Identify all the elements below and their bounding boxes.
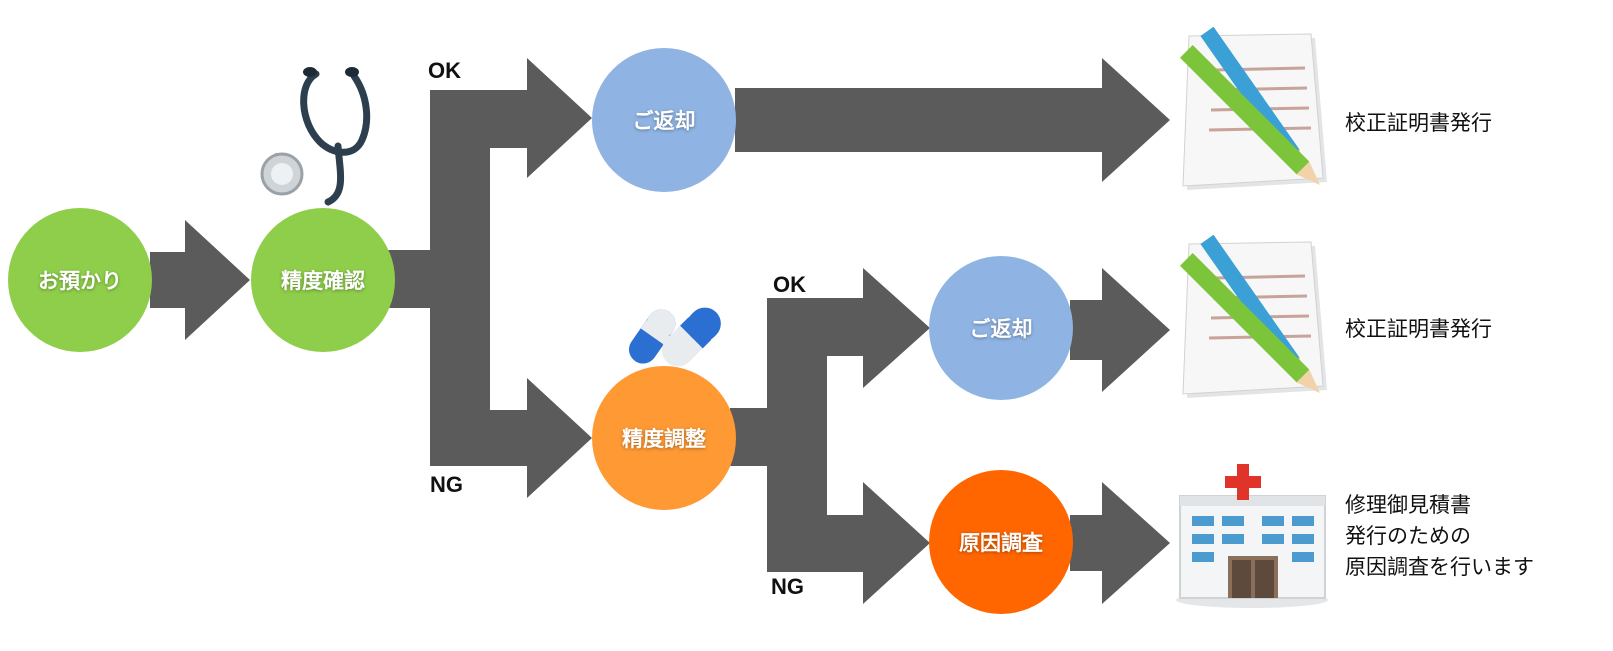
node-investigate: 原因調査 (929, 470, 1073, 614)
node-receive-label: お預かり (38, 269, 122, 293)
node-return-1-label: ご返却 (632, 109, 696, 133)
node-return-2-label: ご返却 (969, 317, 1033, 341)
arrow-adjust-stub (730, 408, 770, 466)
arrow-return-to-cert-1 (735, 58, 1170, 182)
node-return-2: ご返却 (929, 256, 1073, 400)
arrow-split-main (430, 58, 592, 498)
outcome-estimate-line-3: 原因調査を行います (1345, 555, 1534, 579)
stethoscope-icon (260, 67, 371, 206)
node-receive: お預かり (8, 208, 152, 352)
arrow-check-stub (388, 250, 433, 308)
outcome-cert-2: 校正証明書発行 (1345, 317, 1492, 341)
node-return-1: ご返却 (592, 48, 736, 192)
edge-label-ok-1: OK (428, 58, 461, 83)
node-investigate-label: 原因調査 (959, 531, 1043, 555)
edge-label-ng-1: NG (430, 472, 463, 497)
outcome-estimate-line-2: 発行のための (1345, 524, 1471, 548)
document-pencil-icon (1179, 26, 1327, 190)
outcome-cert-1: 校正証明書発行 (1345, 111, 1492, 135)
edge-label-ok-2: OK (773, 272, 806, 297)
outcome-estimate: 修理御見積書 発行のための 原因調査を行います (1345, 490, 1534, 583)
document-pencil-icon (1179, 234, 1327, 398)
node-adjust: 精度調整 (592, 366, 736, 510)
arrow-receive-to-check (150, 220, 250, 340)
edge-label-ng-2: NG (771, 574, 804, 599)
arrow-investigate-to-repair (1070, 482, 1170, 604)
node-check: 精度確認 (251, 208, 395, 352)
capsule-pills-icon (629, 307, 721, 367)
hospital-building-icon (1176, 464, 1328, 608)
arrow-return-to-cert-2 (1070, 268, 1170, 392)
outcome-estimate-line-1: 修理御見積書 (1345, 493, 1471, 517)
node-adjust-label: 精度調整 (622, 427, 706, 451)
arrow-split-second (767, 268, 930, 604)
node-check-label: 精度確認 (281, 269, 365, 293)
